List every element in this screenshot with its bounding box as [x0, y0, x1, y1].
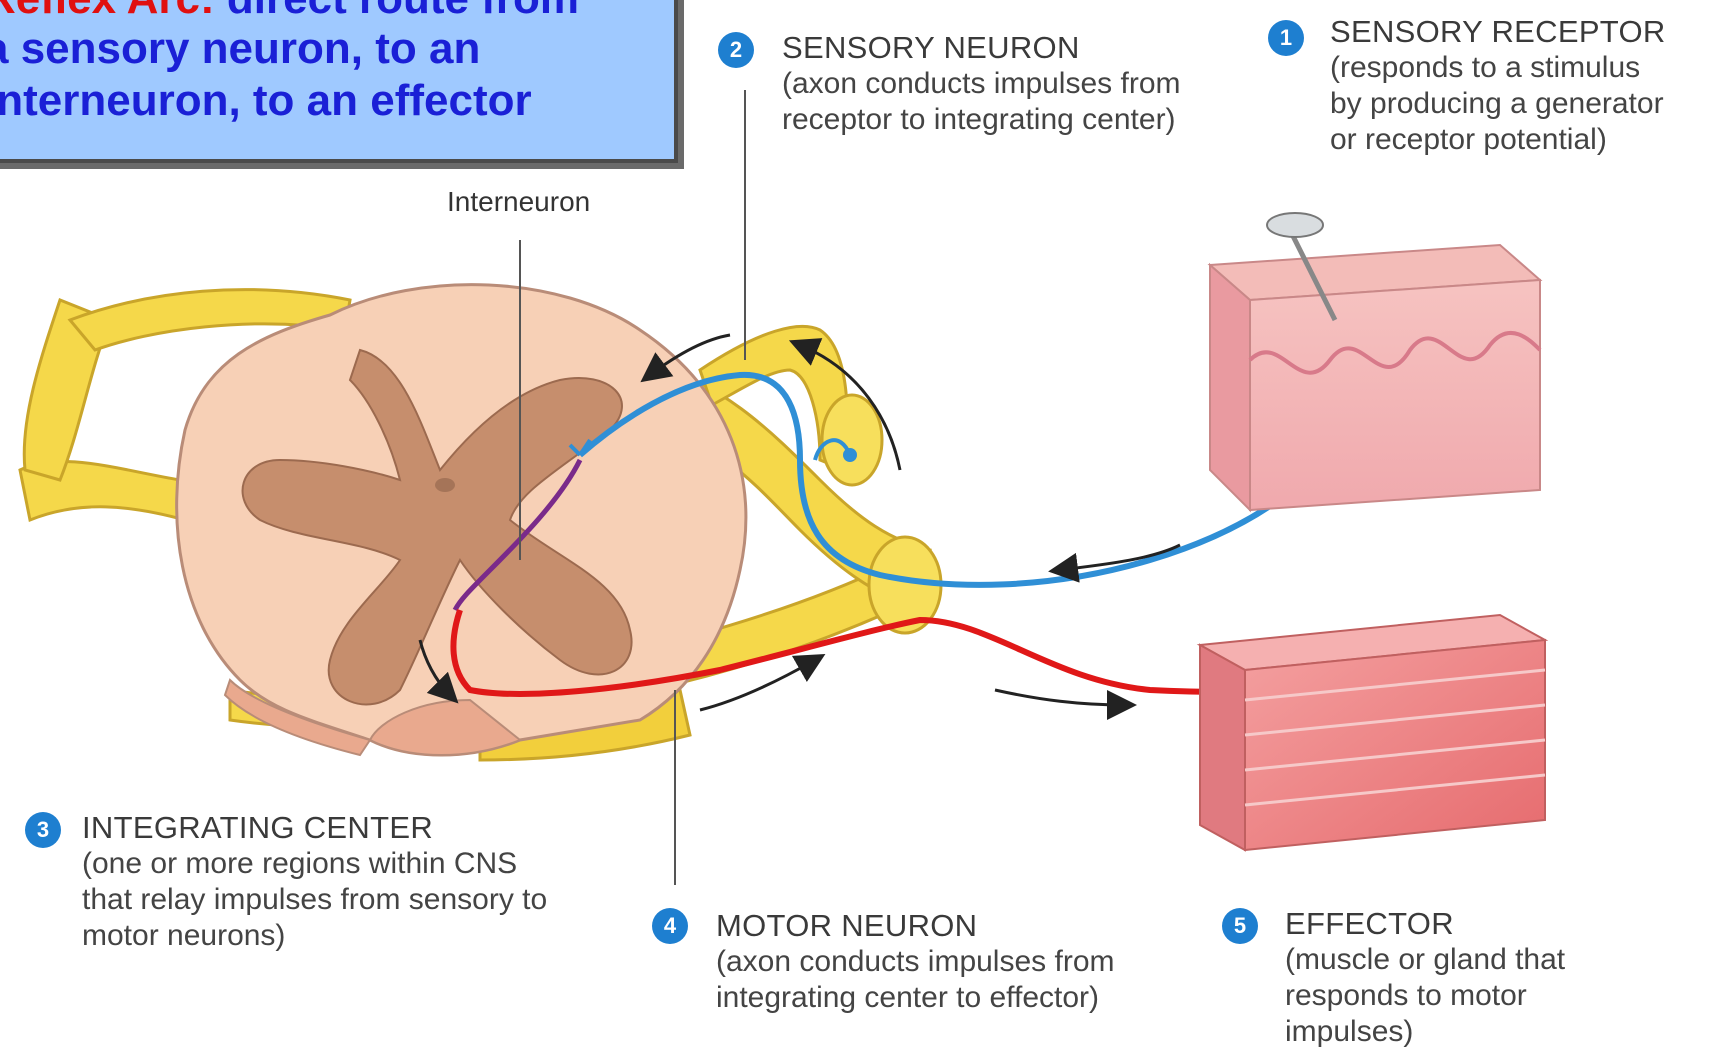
- label-effector: EFFECTOR (muscle or gland that responds …: [1285, 906, 1565, 1050]
- integrating-center-desc-3: motor neurons): [82, 918, 547, 954]
- motor-neuron-desc-2: integrating center to effector): [716, 980, 1115, 1016]
- integrating-center-desc-2: that relay impulses from sensory to: [82, 882, 547, 918]
- effector-desc-1: (muscle or gland that: [1285, 942, 1565, 978]
- title-box: Reflex Arc: direct route from a sensory …: [0, 0, 678, 163]
- integrating-center-heading: INTEGRATING CENTER: [82, 810, 547, 846]
- sensory-neuron-heading: SENSORY NEURON: [782, 30, 1181, 66]
- badge-1-icon: 1: [1268, 20, 1304, 56]
- motor-neuron-heading: MOTOR NEURON: [716, 908, 1115, 944]
- badge-4-icon: 4: [652, 908, 688, 944]
- title-line-1: Reflex Arc: direct route from: [0, 0, 579, 24]
- label-sensory-neuron: SENSORY NEURON (axon conducts impulses f…: [782, 30, 1181, 138]
- effector-desc-2: responds to motor: [1285, 978, 1565, 1014]
- spinal-cord: [177, 285, 746, 755]
- integrating-center-desc-1: (one or more regions within CNS: [82, 846, 547, 882]
- label-integrating-center: INTEGRATING CENTER (one or more regions …: [82, 810, 547, 954]
- label-sensory-receptor: SENSORY RECEPTOR (responds to a stimulus…: [1330, 14, 1666, 158]
- title-line-3: interneuron, to an effector: [0, 76, 532, 126]
- effector-heading: EFFECTOR: [1285, 906, 1565, 942]
- title-line-1-rest: direct route from: [215, 0, 579, 23]
- sensory-neuron-desc-1: (axon conducts impulses from: [782, 66, 1181, 102]
- sensory-receptor-desc-3: or receptor potential): [1330, 122, 1666, 158]
- sensory-receptor-desc-2: by producing a generator: [1330, 86, 1666, 122]
- sensory-receptor-heading: SENSORY RECEPTOR: [1330, 14, 1666, 50]
- title-keyword: Reflex Arc:: [0, 0, 215, 23]
- label-interneuron: Interneuron: [447, 186, 590, 218]
- label-motor-neuron: MOTOR NEURON (axon conducts impulses fro…: [716, 908, 1115, 1016]
- sensory-neuron-desc-2: receptor to integrating center): [782, 102, 1181, 138]
- title-line-2: a sensory neuron, to an: [0, 24, 480, 74]
- effector-desc-3: impulses): [1285, 1014, 1565, 1050]
- badge-2-icon: 2: [718, 32, 754, 68]
- badge-5-icon: 5: [1222, 908, 1258, 944]
- skin-block-sensory-receptor: [1210, 213, 1540, 510]
- sensory-receptor-desc-1: (responds to a stimulus: [1330, 50, 1666, 86]
- motor-neuron-desc-1: (axon conducts impulses from: [716, 944, 1115, 980]
- badge-3-icon: 3: [25, 812, 61, 848]
- muscle-block-effector: [1200, 615, 1545, 850]
